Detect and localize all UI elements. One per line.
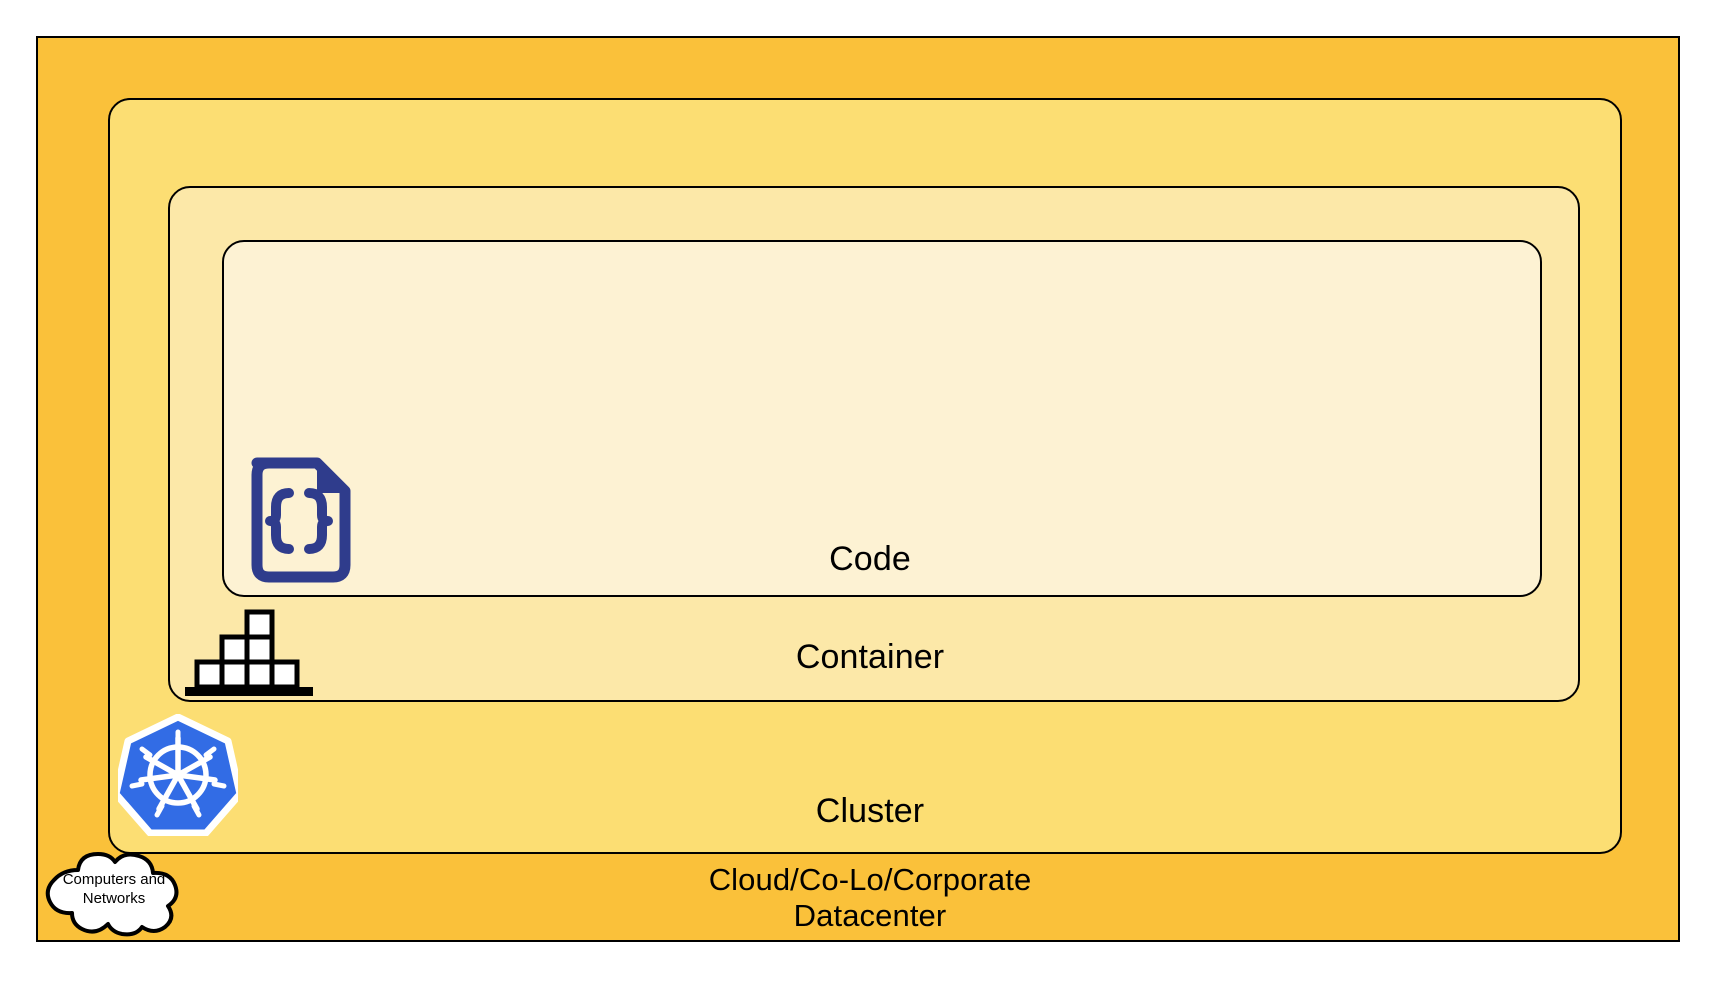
kubernetes-icon <box>112 713 244 837</box>
layer-label-datacenter: Cloud/Co-Lo/Corporate Datacenter <box>708 862 1032 934</box>
cloud-icon <box>45 852 179 937</box>
layer-label-code: Code <box>829 540 911 578</box>
cloud-badge-computers-networks[interactable]: Computers and Networks <box>34 848 194 938</box>
cloud-badge-label: Computers and Networks <box>62 871 166 908</box>
layer-label-container: Container <box>795 638 945 676</box>
layer-label-cluster: Cluster <box>815 792 925 830</box>
container-stack-icon <box>185 608 313 696</box>
json-document-icon <box>243 455 353 583</box>
layer-code[interactable] <box>222 240 1542 597</box>
